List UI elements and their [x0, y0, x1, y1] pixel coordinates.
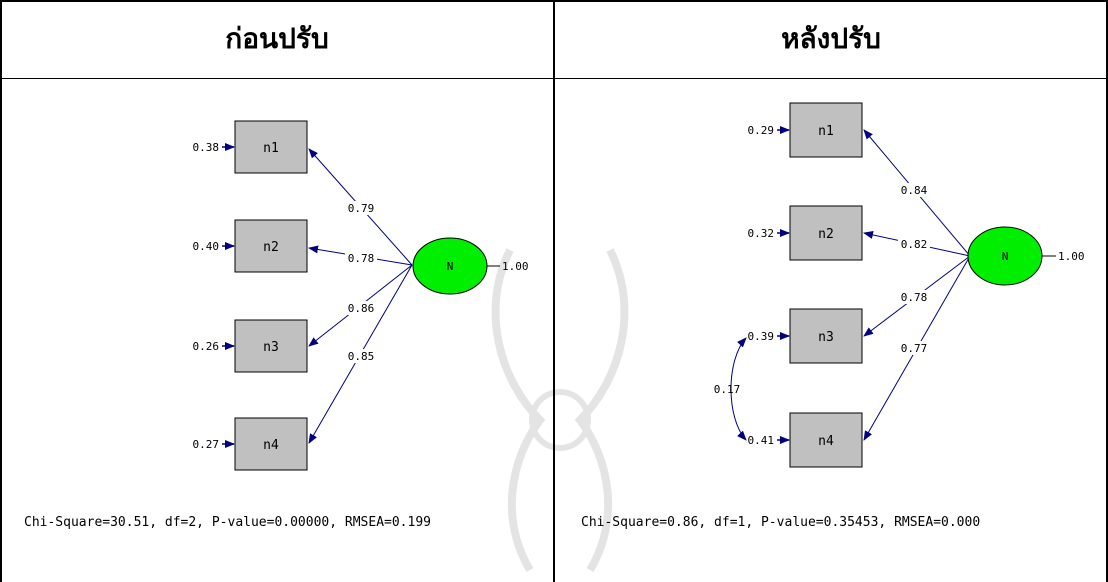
latent-label: N	[1002, 250, 1009, 263]
error-variance-label: 0.29	[748, 124, 775, 137]
header-before: ก่อนปรับ	[225, 22, 329, 55]
indicator-box-n2	[789, 205, 863, 261]
error-variance-label: 0.40	[193, 240, 220, 253]
loading-label: 0.86	[348, 302, 375, 315]
table-border-right	[1106, 0, 1108, 582]
fit-statistics-after: Chi-Square=0.86, df=1, P-value=0.35453, …	[581, 515, 981, 530]
indicator-label: n2	[818, 227, 834, 242]
indicator-box-n4	[789, 412, 863, 468]
indicator-label: n4	[818, 434, 834, 449]
indicator-box-n2	[234, 219, 308, 273]
loading-label: 0.78	[901, 291, 928, 304]
loading-label: 0.84	[901, 184, 928, 197]
watermark-emblem	[491, 248, 629, 573]
indicator-box-n1	[234, 120, 308, 174]
error-variance-label: 0.41	[748, 434, 775, 447]
path-diagram-after: n1 n2 n3 n4 0.29 0.32 0.39 0.41 0.17	[714, 102, 1085, 468]
error-variance-label: 0.38	[193, 141, 220, 154]
error-variance-label: 0.27	[193, 438, 220, 451]
error-covariance-curve	[730, 337, 747, 441]
panel-before: ก่อนปรับ n1 n2 n3 n4 0.38 0.40 0.26	[24, 22, 529, 530]
loading-label: 0.85	[348, 350, 375, 363]
indicator-label: n3	[263, 340, 279, 355]
indicator-box-n3	[789, 308, 863, 364]
loading-label: 0.78	[348, 252, 375, 265]
panel-after: หลังปรับ n1 n2 n3 n4 0.29	[554, 0, 1108, 582]
error-covariance-label: 0.17	[714, 383, 741, 396]
indicator-box-n3	[234, 319, 308, 373]
fit-statistics-before: Chi-Square=30.51, df=2, P-value=0.00000,…	[24, 515, 431, 530]
error-variance-label: 0.26	[193, 340, 220, 353]
loading-label: 0.79	[348, 202, 375, 215]
latent-variance-label: 1.00	[1058, 250, 1085, 263]
indicator-label: n1	[818, 124, 834, 139]
indicator-label: n2	[263, 240, 279, 255]
error-variance-label: 0.32	[748, 227, 775, 240]
indicator-box-n4	[234, 417, 308, 471]
header-after: หลังปรับ	[781, 22, 881, 55]
path-diagram-before: n1 n2 n3 n4 0.38 0.40 0.26 0.27 0.79 0.7…	[193, 120, 529, 471]
latent-label: N	[447, 260, 454, 273]
table-border-left	[0, 0, 2, 582]
latent-variance-label: 1.00	[502, 260, 529, 273]
indicator-label: n1	[263, 141, 279, 156]
indicator-label: n3	[818, 330, 834, 345]
indicator-label: n4	[263, 438, 279, 453]
indicator-box-n1	[789, 102, 863, 158]
error-variance-label: 0.39	[748, 330, 775, 343]
loading-label: 0.77	[901, 342, 928, 355]
column-divider	[553, 0, 555, 582]
loading-label: 0.82	[901, 238, 928, 251]
